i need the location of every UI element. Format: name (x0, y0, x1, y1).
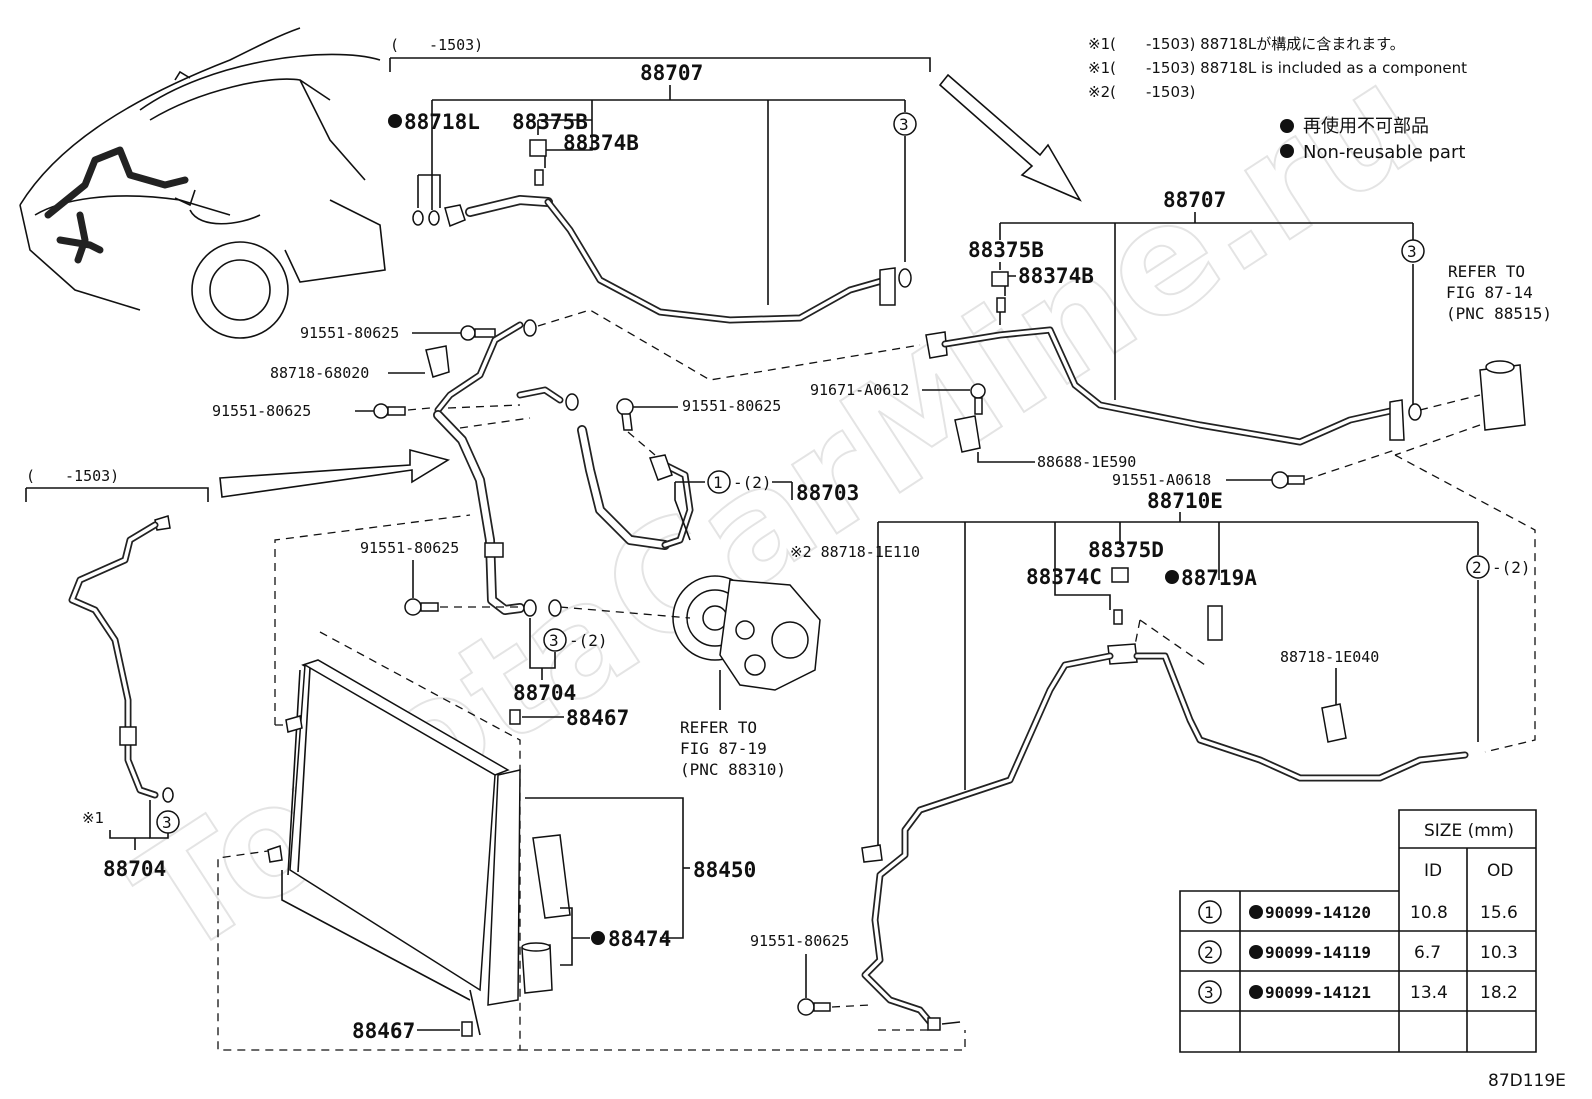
group-88707-early: ( -1503) 88707 88718L 88375B 88374B 3 (388, 36, 931, 324)
refer-87-19-line3: (PNC 88310) (680, 760, 786, 779)
svg-text:3: 3 (162, 813, 172, 832)
table-row: 3 90099-14121 13.4 18.2 (1198, 980, 1518, 1004)
bolt-91551-80625-a: 91551-80625 (300, 324, 399, 342)
bolt-91671-A0612: 91671-A0612 (810, 381, 909, 399)
part-88703: 88703 (796, 481, 859, 505)
table-col-od: OD (1487, 861, 1513, 881)
group-88707-late: 88707 88375B 88374B 3 REFER TO FIG 87-14… (925, 188, 1552, 446)
part-88374B-right: 88374B (1018, 264, 1094, 288)
svg-text:3: 3 (1204, 983, 1214, 1002)
part-88707-right: 88707 (1163, 188, 1226, 212)
part-88375B-right: 88375B (968, 238, 1044, 262)
vehicle-location-sketch (19, 27, 386, 339)
notes-block: ※1( -1503) 88718Lが構成に含まれます。 ※1( -1503) 8… (1088, 35, 1467, 163)
part-88467-bottom: 88467 (352, 1019, 415, 1043)
svg-text:2: 2 (1204, 943, 1214, 962)
group-88704-mid: 91551-80625 3 -(2) 88704 88467 (360, 539, 691, 730)
part-88718-1E040: 88718-1E040 (1280, 648, 1379, 666)
svg-text:-(2): -(2) (733, 473, 772, 492)
table-id-value: 6.7 (1414, 943, 1441, 963)
part-88374B-top: 88374B (563, 131, 639, 155)
oring-callout-3-mid (543, 628, 567, 652)
svg-text:1: 1 (713, 473, 723, 492)
svg-text:3: 3 (899, 115, 909, 134)
part-88718L: 88718L (404, 110, 480, 134)
oring-callout-3 (893, 112, 917, 136)
expansion-valve (1479, 364, 1526, 431)
refer-87-14-line3: (PNC 88515) (1446, 304, 1552, 323)
range-label-left: ( -1503) (26, 467, 119, 485)
part-88375B-top: 88375B (512, 110, 588, 134)
note-2-part-88718-1E110: ※2 88718-1E110 (790, 543, 920, 561)
note-1-mark: ※1 (82, 809, 104, 827)
part-88467-top: 88467 (566, 706, 629, 730)
legend-dot (1280, 119, 1294, 133)
direction-arrow-right (938, 73, 1082, 202)
bolt-91551-80625-d: 91551-80625 (360, 539, 459, 557)
non-reusable-mark (388, 114, 402, 128)
bolt-91551-80625-b: 91551-80625 (212, 402, 311, 420)
refer-87-14-line1: REFER TO (1448, 262, 1525, 281)
table-col-id: ID (1424, 861, 1442, 881)
part-88718-68020: 88718-68020 (270, 364, 369, 382)
bolt-91551-80625-e: 91551-80625 (750, 932, 849, 950)
group-88710E: 88710E ※2 88718-1E110 88375D 88374C 8871… (750, 489, 1531, 1031)
oring-callout-3-left (156, 810, 180, 834)
svg-text:-(2): -(2) (569, 631, 608, 650)
oring-callout-3-right (1401, 239, 1425, 263)
refer-87-19-line2: FIG 87-19 (680, 739, 767, 758)
oring-callout-1 (707, 470, 731, 494)
svg-text:-(2): -(2) (1492, 558, 1531, 577)
bolt-91551-80625-c: 91551-80625 (682, 397, 781, 415)
legend-en: Non-reusable part (1303, 142, 1465, 163)
note-1-jp: ※1( -1503) 88718Lが構成に含まれます。 (1088, 35, 1405, 53)
group-88703: 91551-80625 1 -(2) 88703 (516, 386, 859, 550)
part-88710E: 88710E (1147, 489, 1223, 513)
oring-callout-2 (1466, 555, 1490, 579)
group-center-right: 91671-A0612 88688-1E590 91551-A0618 (810, 381, 1536, 753)
table-part-number: 90099-14121 (1265, 983, 1371, 1002)
range-label-top: ( -1503) (390, 36, 483, 54)
part-88450: 88450 (693, 858, 756, 882)
part-88474: 88474 (608, 927, 671, 951)
group-suction-hose: 91551-80625 88718-68020 91551-80625 (212, 309, 921, 615)
part-88719A: 88719A (1181, 566, 1257, 590)
table-od-value: 10.3 (1480, 943, 1518, 963)
table-row: 2 90099-14119 6.7 10.3 (1198, 940, 1518, 964)
table-part-number: 90099-14120 (1265, 903, 1371, 922)
table-row: 1 90099-14120 10.8 15.6 (1198, 900, 1518, 924)
table-od-value: 15.6 (1480, 903, 1518, 923)
svg-text:1: 1 (1204, 903, 1214, 922)
note-2: ※2( -1503) (1088, 83, 1195, 101)
group-88704-left: ( -1503) ※1 3 88704 (25, 467, 209, 881)
part-88704-mid: 88704 (513, 681, 576, 705)
part-88707-top: 88707 (640, 61, 703, 85)
table-header-size: SIZE (mm) (1424, 821, 1514, 841)
condenser: 88450 88474 88467 (217, 514, 966, 1051)
svg-text:3: 3 (549, 631, 559, 650)
note-1-en: ※1( -1503) 88718L is included as a compo… (1088, 59, 1467, 77)
part-88374C: 88374C (1026, 565, 1102, 589)
oring-size-table: SIZE (mm) ID OD 1 90099-14120 10.8 15.6 … (1179, 809, 1537, 1053)
refer-87-14-line2: FIG 87-14 (1446, 283, 1533, 302)
table-id-value: 10.8 (1410, 903, 1448, 923)
compressor: REFER TO FIG 87-19 (PNC 88310) (672, 575, 821, 779)
refer-87-19-line1: REFER TO (680, 718, 757, 737)
diagram-id: 87D119E (1488, 1071, 1566, 1091)
svg-text:2: 2 (1472, 558, 1482, 577)
table-part-number: 90099-14119 (1265, 943, 1371, 962)
svg-text:3: 3 (1407, 242, 1417, 261)
part-88704-left: 88704 (103, 857, 166, 881)
table-id-value: 13.4 (1410, 983, 1448, 1003)
bolt-91551-A0618: 91551-A0618 (1112, 471, 1211, 489)
direction-arrow-left (219, 448, 451, 498)
part-88375D: 88375D (1088, 538, 1164, 562)
part-88688-1E590: 88688-1E590 (1037, 453, 1136, 471)
table-od-value: 18.2 (1480, 983, 1518, 1003)
legend-jp: 再使用不可部品 (1303, 116, 1429, 137)
